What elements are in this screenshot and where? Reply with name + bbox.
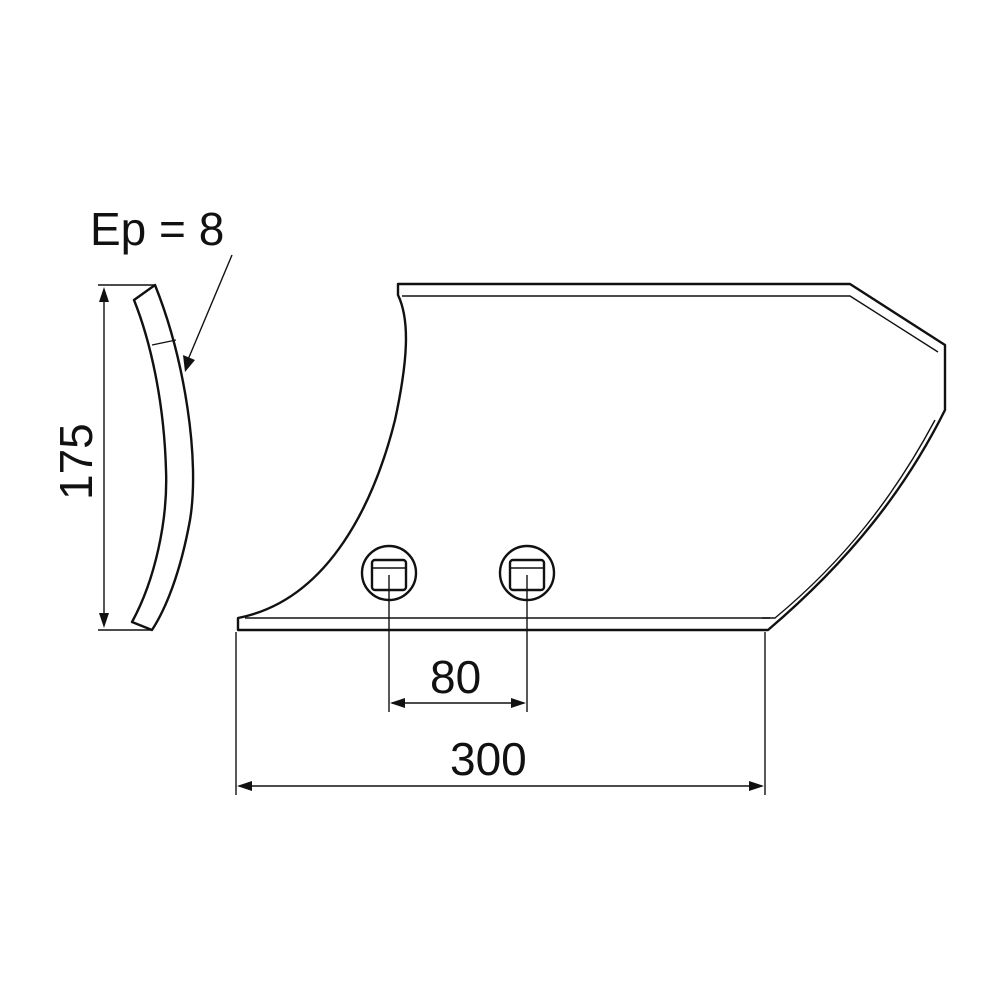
side-profile-outline [130, 283, 195, 632]
thickness-leader [186, 254, 233, 363]
hole-spacing-arrow-right [511, 698, 526, 708]
side-profile-bevel [151, 339, 177, 346]
thickness-label: Ep = 8 [90, 203, 224, 255]
length-dimension: 300 [235, 632, 766, 795]
length-arrow-right [749, 781, 764, 791]
thickness-callout: Ep = 8 [90, 203, 233, 372]
side-profile [130, 283, 195, 632]
hole-spacing-arrow-left [390, 698, 405, 708]
length-label: 300 [450, 733, 527, 785]
thickness-arrowhead [183, 355, 195, 372]
height-arrow-bottom [99, 613, 109, 628]
height-label: 175 [50, 423, 102, 500]
height-arrow-top [99, 287, 109, 302]
height-dimension: 175 [50, 284, 155, 631]
hole-spacing-label: 80 [430, 651, 481, 703]
blade-outline [236, 282, 947, 632]
length-arrow-left [237, 781, 252, 791]
hole-spacing-dimension: 80 [388, 575, 528, 712]
blade-edge-bevel [762, 419, 936, 619]
blade-top-bevel [402, 295, 939, 353]
blade-front-view [236, 282, 947, 632]
